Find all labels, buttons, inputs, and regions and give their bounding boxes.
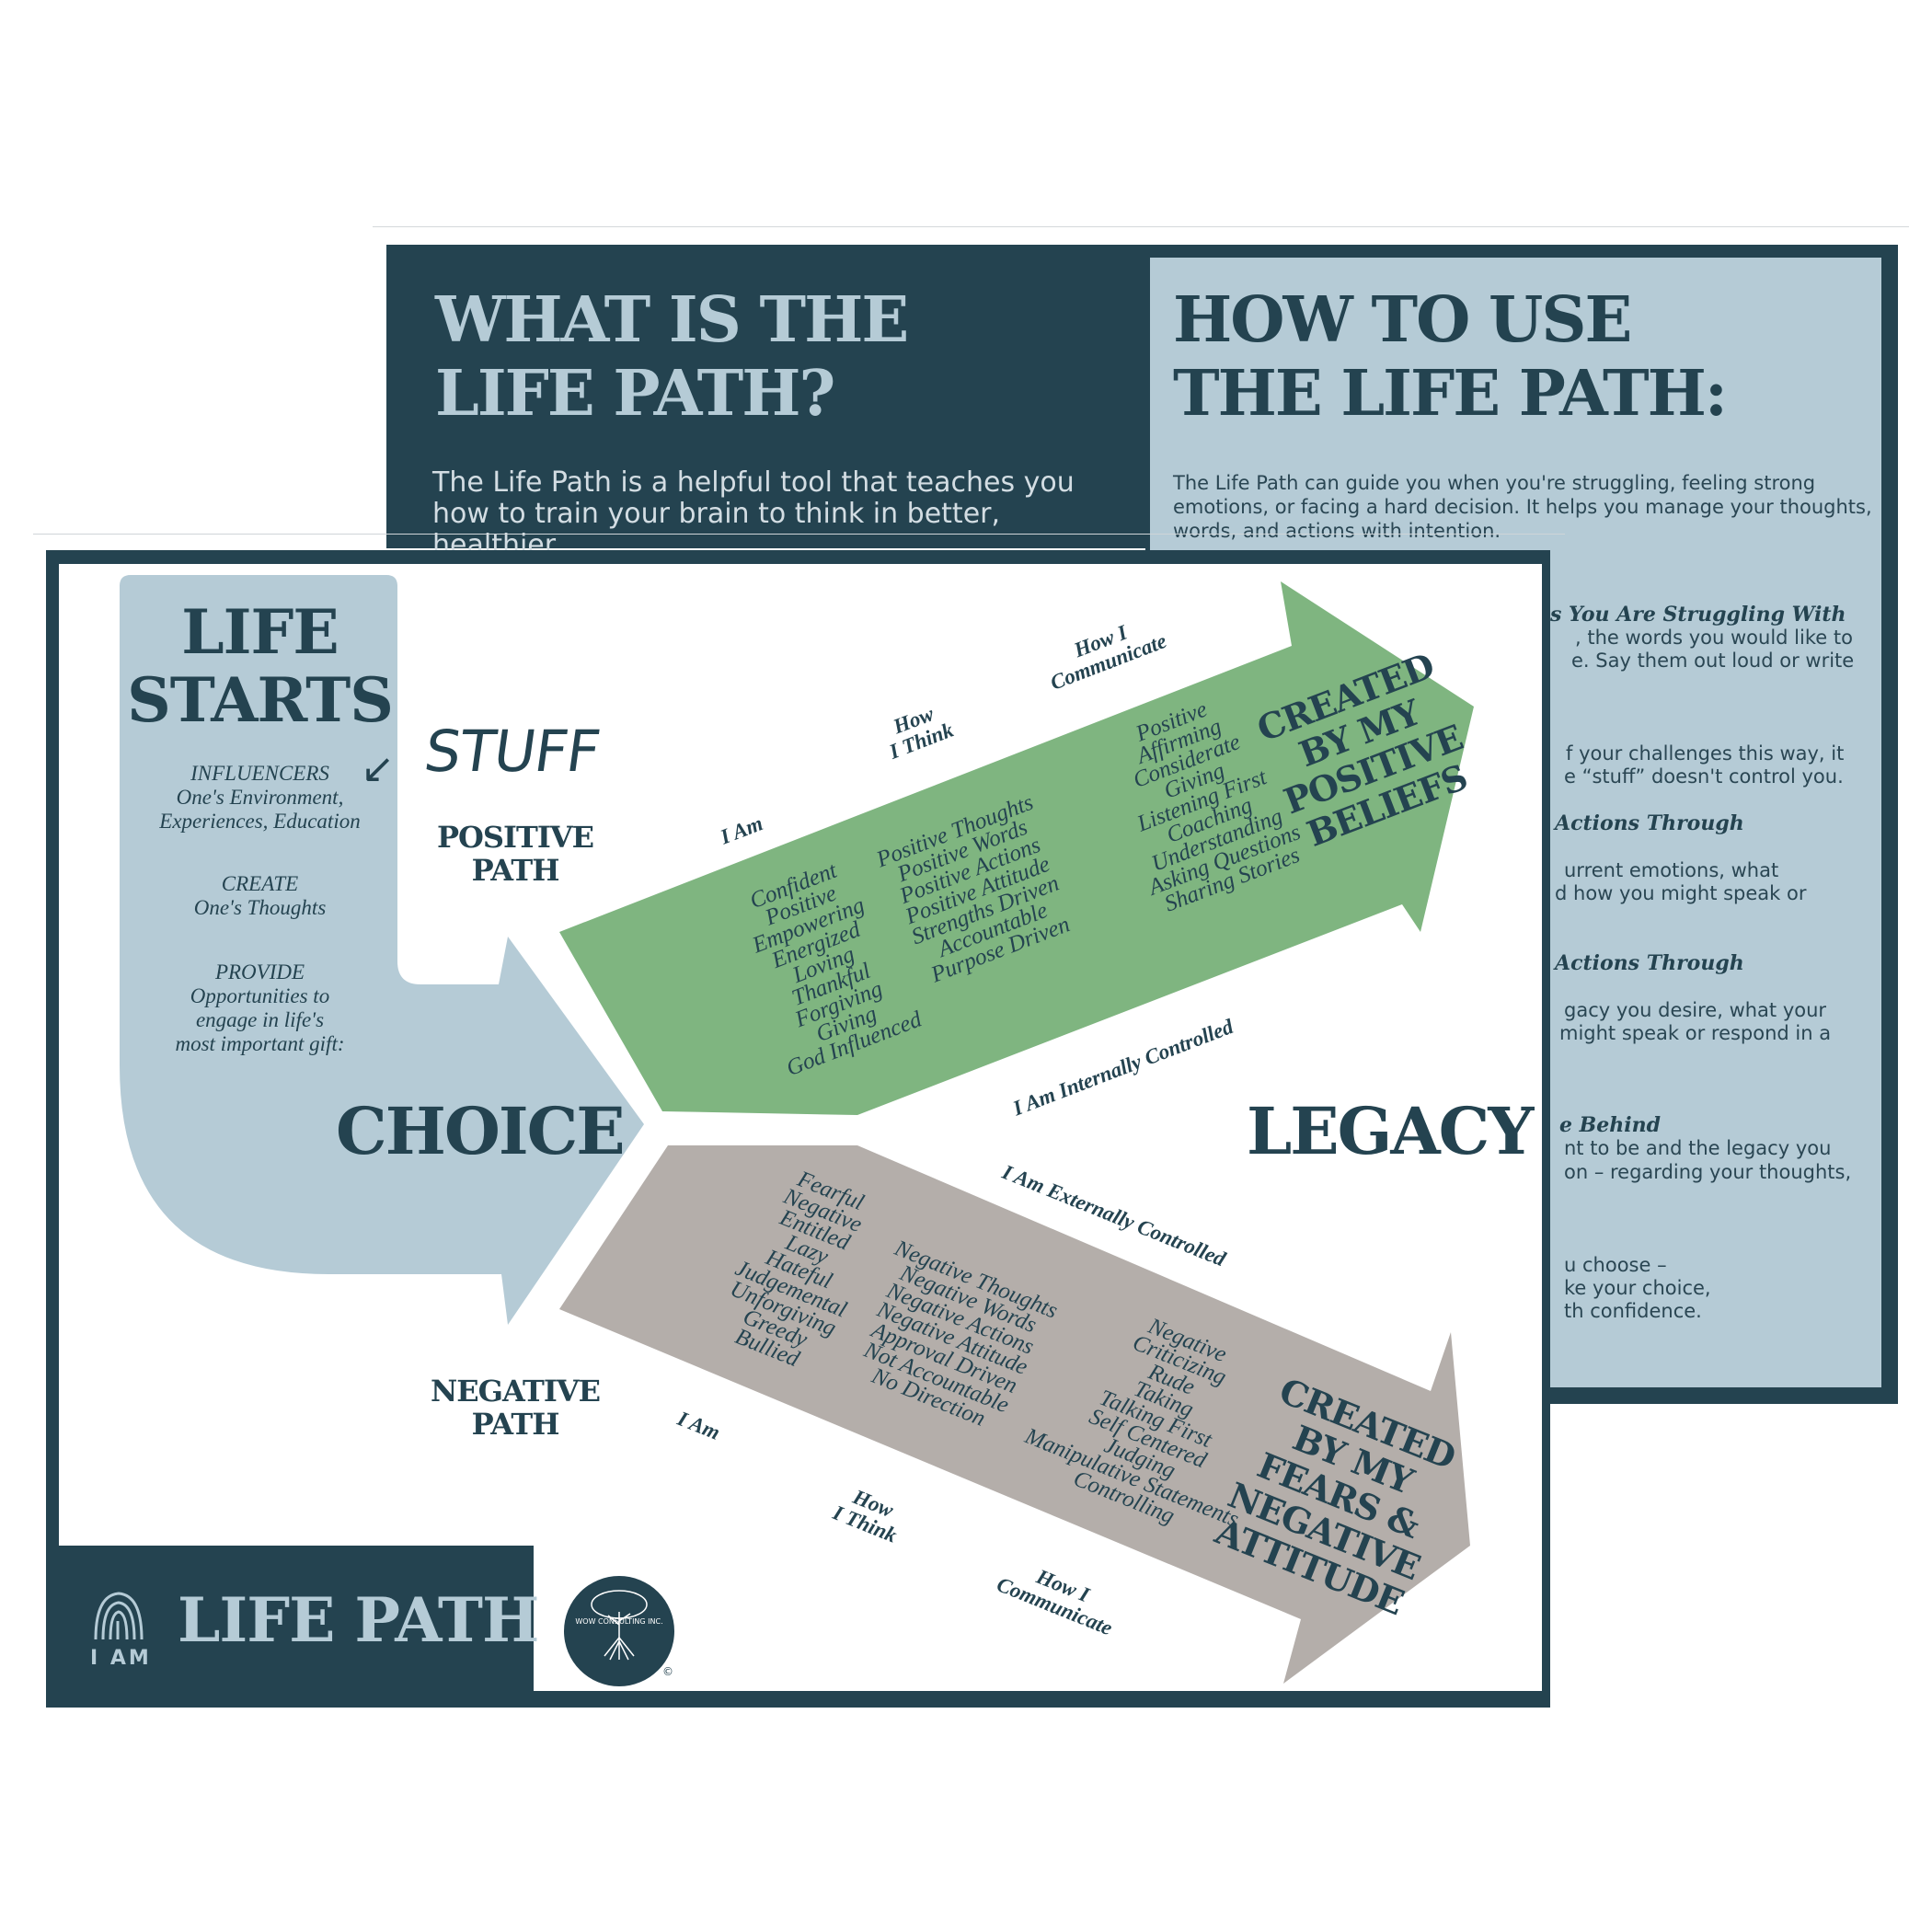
step-text-fragment: d how you might speak or — [1555, 882, 1807, 904]
negative-path-line: NEGATIVE — [430, 1374, 601, 1409]
brand-title: LIFE PATH — [178, 1584, 539, 1656]
life-starts-heading: LIFE STARTS — [120, 598, 400, 734]
life-starts-line: LIFE — [181, 596, 339, 668]
choice-label: CHOICE — [336, 1093, 626, 1169]
what-is-title-line: LIFE PATH? — [435, 357, 835, 431]
create-line: CREATE — [221, 872, 299, 895]
negative-path-label: NEGATIVE PATH — [428, 1374, 603, 1441]
provide-line: PROVIDE — [214, 960, 305, 983]
step-text-fragment: f your challenges this way, it — [1566, 742, 1845, 765]
step-text-fragment: e. Say them out loud or write — [1571, 650, 1855, 672]
fingerprint-icon — [94, 1592, 144, 1640]
curved-arrow-icon: ↙ — [361, 745, 395, 792]
step-text-fragment: on – regarding your thoughts, — [1564, 1161, 1852, 1183]
provide-line: engage in life's — [195, 1008, 325, 1031]
provide-line: most important gift: — [175, 1032, 345, 1055]
how-to-use-title: HOW TO USE THE LIFE PATH: — [1173, 283, 1728, 431]
legacy-label: LEGACY — [1247, 1093, 1534, 1169]
negative-arrow — [559, 1145, 1470, 1684]
step-text-fragment: might speak or respond in a — [1559, 1022, 1832, 1044]
how-to-use-intro: The Life Path can guide you when you're … — [1173, 471, 1872, 543]
create-block: CREATE One's Thoughts — [120, 872, 400, 920]
influencers-line: Experiences, Education — [159, 810, 361, 833]
brand-iam: I AM — [90, 1647, 152, 1670]
step-heading-fragment: Actions Through — [1555, 811, 1744, 835]
step-text-fragment: th confidence. — [1564, 1300, 1702, 1322]
what-is-title-line: WHAT IS THE — [435, 283, 909, 357]
positive-path-line: PATH — [471, 853, 560, 888]
influencers-line: One's Environment, — [176, 786, 344, 809]
how-to-use-title-line: THE LIFE PATH: — [1173, 357, 1728, 431]
step-text-fragment: ke your choice, — [1564, 1277, 1711, 1299]
logo-text: WOW CONSULTING INC. — [575, 1617, 663, 1626]
intro-line: emotions, or facing a hard decision. It … — [1173, 496, 1872, 518]
positive-path-label: POSITIVE PATH — [432, 821, 598, 887]
life-starts-line: STARTS — [127, 664, 394, 736]
what-is-title: WHAT IS THE LIFE PATH? — [435, 283, 909, 431]
influencers-line: INFLUENCERS — [190, 762, 329, 785]
tree-icon — [591, 1590, 648, 1661]
intro-line: words, and actions with intention. — [1173, 520, 1501, 542]
life-starts-arrow — [120, 575, 644, 1325]
intro-line: The Life Path can guide you when you're … — [1173, 472, 1816, 494]
step-text-fragment: nt to be and the legacy you — [1564, 1137, 1832, 1159]
positive-path-line: POSITIVE — [436, 820, 594, 855]
step-heading-fragment: e Behind — [1559, 1113, 1661, 1137]
negative-path-line: PATH — [471, 1407, 560, 1442]
stuff-label: STUFF — [420, 718, 604, 785]
provide-block: PROVIDE Opportunities to engage in life'… — [120, 960, 400, 1056]
create-line: One's Thoughts — [193, 896, 327, 919]
front-sheet-edge — [33, 534, 1565, 535]
influencers-block: INFLUENCERS One's Environment, Experienc… — [120, 762, 400, 834]
what-is-panel — [386, 245, 1145, 548]
step-text-fragment: u choose – — [1564, 1254, 1667, 1276]
provide-line: Opportunities to — [190, 984, 330, 1007]
how-to-use-title-line: HOW TO USE — [1173, 283, 1632, 357]
copyright-mark: © — [662, 1665, 673, 1678]
step-text-fragment: e “stuff” doesn't control you. — [1564, 765, 1844, 788]
step-heading-fragment: Actions Through — [1555, 951, 1744, 975]
step-heading-fragment: s You Are Struggling With — [1550, 603, 1846, 627]
step-text-fragment: urrent emotions, what — [1564, 859, 1779, 881]
step-text-fragment: , the words you would like to — [1575, 627, 1853, 649]
positive-arrow — [559, 581, 1474, 1115]
step-text-fragment: gacy you desire, what your — [1564, 999, 1827, 1021]
